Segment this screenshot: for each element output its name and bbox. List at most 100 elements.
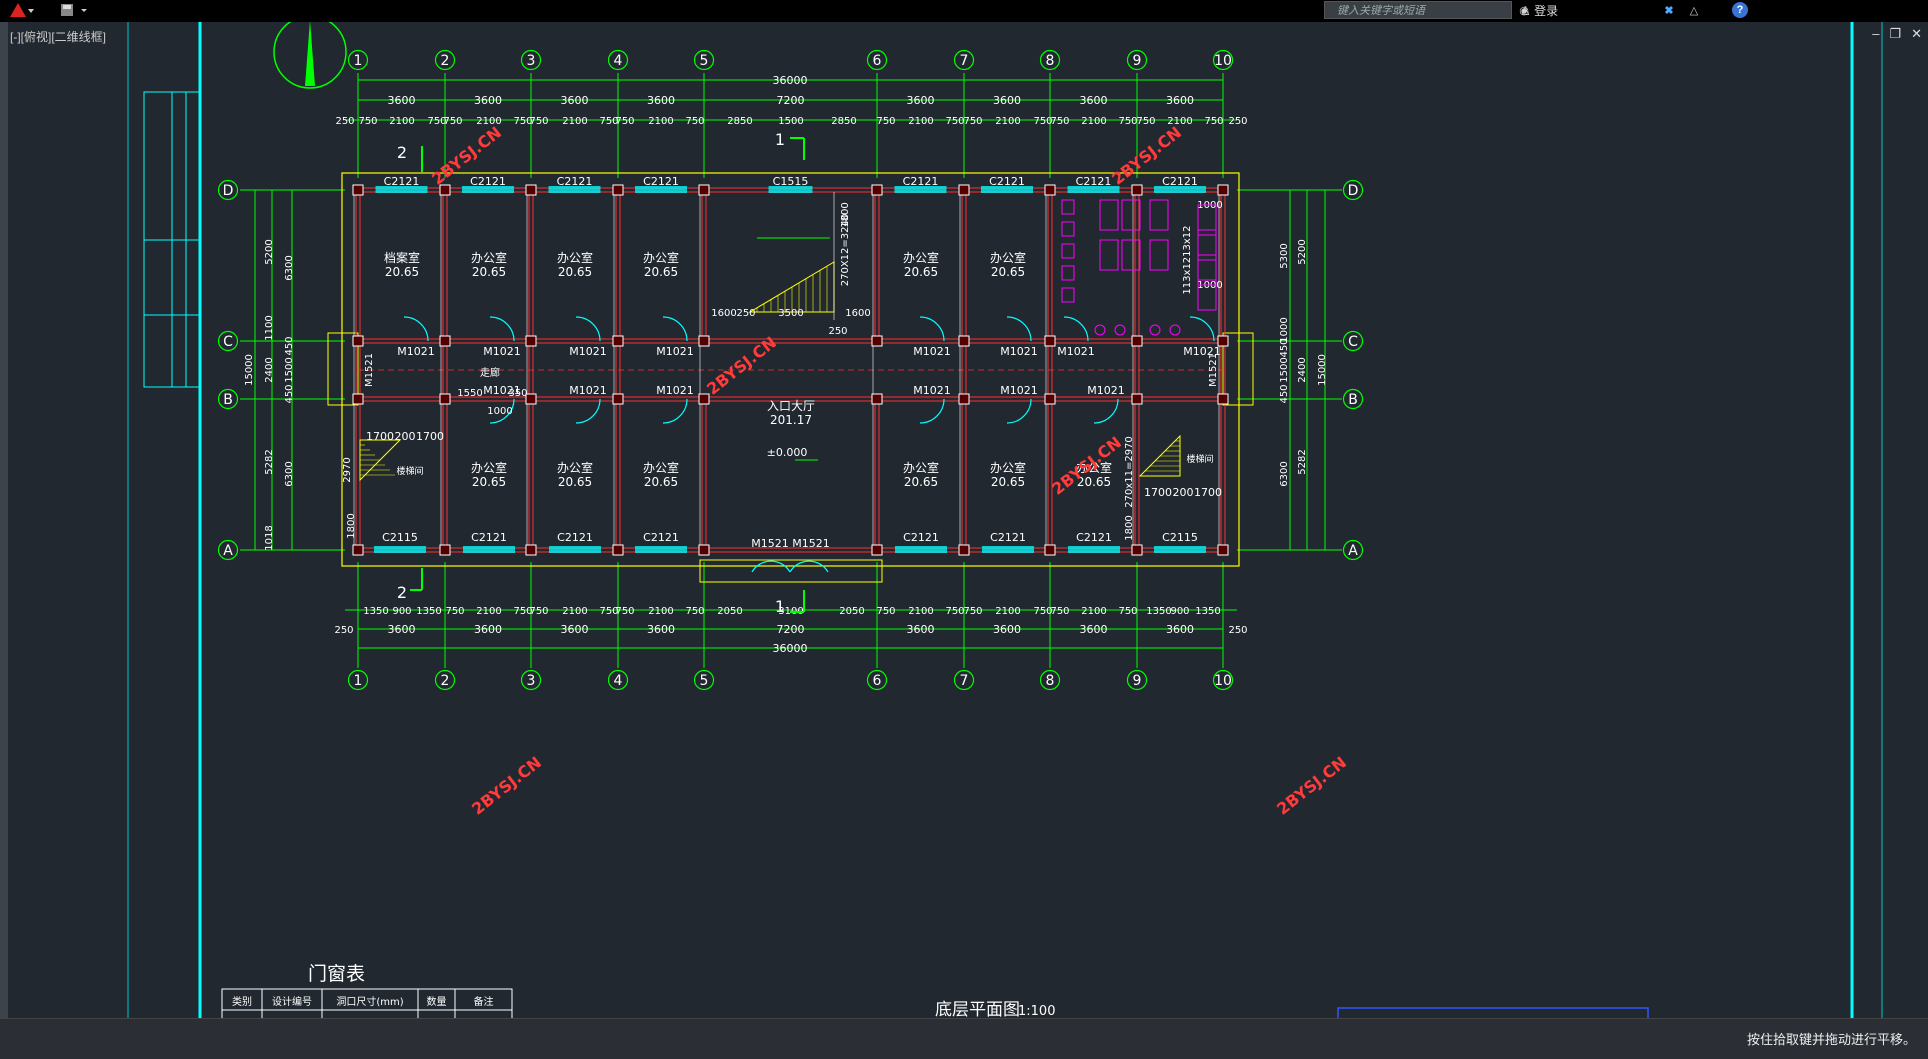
login-button[interactable]: ♙ 登录 [1520,2,1558,19]
toilet-stall [1197,229,1217,261]
dim-text: 1600 [845,308,870,319]
detail-dimension: 2850 [831,116,856,127]
window-label: C2121 [1162,175,1198,188]
side-entrance-left [327,332,359,406]
window-label: C2121 [1076,175,1112,188]
total-dimension: 36000 [773,74,808,87]
toilet-stall [1197,279,1217,311]
detail-dimension: 2100 [1081,116,1106,127]
detail-dimension: 900 [392,606,411,617]
detail-dimension: 750 [876,606,895,617]
side-dimension: 5300 [1279,243,1290,268]
detail-dimension: 2050 [839,606,864,617]
exchange-icon[interactable]: ✖ [1664,4,1674,17]
detail-dimension: 750 [963,116,982,127]
side-dimension: 450 [1279,384,1290,403]
axis-label-col: 6 [873,673,882,689]
detail-dimension: 250 [1228,625,1247,636]
close-icon[interactable]: ✕ [1911,26,1922,41]
app-menu-button[interactable] [2,0,40,20]
detail-dimension: 2100 [1081,606,1106,617]
window-label: C2121 [471,531,507,544]
detail-dimension: 2100 [995,606,1020,617]
axis-bubble [1039,49,1061,71]
room-area: 20.65 [904,475,938,489]
detail-dimension: 750 [599,116,618,127]
viewport-controls-label[interactable]: [-][俯视][二维线框] [10,30,107,44]
axis-label-col: 3 [527,53,536,69]
window-label: C2121 [557,531,593,544]
span-dimension: 3600 [1080,94,1108,107]
door-label: M1521 [792,537,830,550]
table-header: 备注 [474,995,494,1008]
detail-dimension: 750 [876,116,895,127]
detail-dimension: 750 [945,606,964,617]
door-swing [662,316,688,342]
detail-dimension: 2100 [476,116,501,127]
detail-dimension: 2850 [727,116,752,127]
axis-bubble [1126,669,1148,691]
window [462,186,514,193]
dim-text: 250 [736,308,755,319]
structural-column [698,335,710,347]
window [463,546,515,553]
structural-column [439,544,451,556]
structural-column [1044,544,1056,556]
autocad-logo-icon [10,3,34,17]
window [768,186,813,193]
axis-label-col: 10 [1214,53,1232,69]
minimize-icon[interactable]: – [1872,26,1880,41]
axis-label-col: 1 [354,53,363,69]
axis-label-row: C [1348,334,1358,350]
table-header: 类别 [232,995,252,1008]
door-swing [919,316,945,342]
dim-text: 350 [508,388,527,399]
detail-dimension: 2100 [908,116,933,127]
span-dimension: 3600 [1166,623,1194,636]
structural-column [352,335,364,347]
a360-icon[interactable]: △ [1689,4,1699,17]
detail-dimension: 1350 [1146,606,1171,617]
door-swing [1006,316,1032,342]
axis-bubble [1342,330,1364,352]
toilet-stall [1099,199,1119,231]
toilet-stall [1099,239,1119,271]
door-label: M1021 [1057,345,1095,358]
title-bar: 键入关键字或短语 ◉ ♙ 登录 ✖ △ ? [0,0,1928,22]
axis-label-col: 3 [527,673,536,689]
table-header: 设计编号 [272,995,312,1008]
door-label: M1521 [1208,353,1219,387]
dim-text: 1700 [1194,486,1222,499]
structural-column [1131,544,1143,556]
window [1067,186,1120,193]
door-swing [575,398,601,424]
detail-dimension: 750 [1050,116,1069,127]
axis-label-col: 2 [441,673,450,689]
span-dimension: 3600 [907,623,935,636]
table-header: 数量 [427,995,447,1008]
door-swing [662,398,688,424]
toilet-fixture [1061,265,1075,281]
door-window-table: 类别 设计编号 洞口尺寸(mm) 数量 备注 [221,988,513,1020]
axis-bubble [347,669,369,691]
user-icon: ♙ [1520,4,1531,18]
side-dimension: 15000 [1317,354,1328,386]
help-icon[interactable]: ? [1730,0,1750,20]
binoculars-icon[interactable]: ◉ [1519,4,1529,17]
detail-dimension: 2100 [648,116,673,127]
axis-bubble [434,669,456,691]
table-header: 洞口尺寸(mm) [336,995,403,1008]
restore-icon[interactable]: ❐ [1889,26,1902,41]
door-label: M1021 [569,384,607,397]
window-label: C2115 [382,531,418,544]
axis-bubble [520,669,542,691]
left-edge-bar [0,22,8,1018]
detail-dimension: 900 [1170,606,1189,617]
window-label: C2121 [470,175,506,188]
quick-access-save-icon[interactable] [56,0,92,20]
structural-column [1217,184,1229,196]
detail-dimension: 750 [1118,116,1137,127]
search-input[interactable]: 键入关键字或短语 [1324,1,1512,19]
structural-column [1217,393,1229,405]
